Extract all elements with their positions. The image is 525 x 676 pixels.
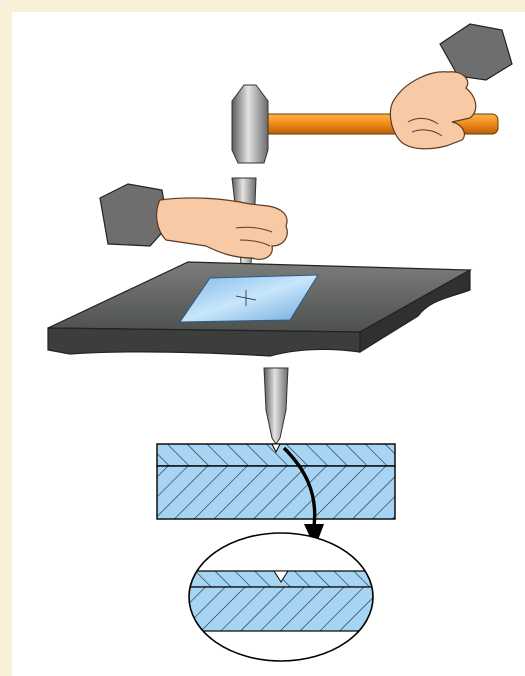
magnified-bottom-layer bbox=[186, 587, 378, 631]
punch-hand bbox=[157, 198, 288, 259]
punch-tip-detail bbox=[264, 368, 288, 444]
hand-holding-punch bbox=[100, 184, 287, 259]
hammer-hand bbox=[390, 72, 475, 149]
section-bottom-layer bbox=[157, 466, 395, 519]
hammer-head bbox=[232, 85, 268, 163]
magnified-detail-ellipse bbox=[186, 533, 378, 661]
surface-plate-front bbox=[48, 328, 360, 356]
section-view bbox=[157, 444, 395, 519]
